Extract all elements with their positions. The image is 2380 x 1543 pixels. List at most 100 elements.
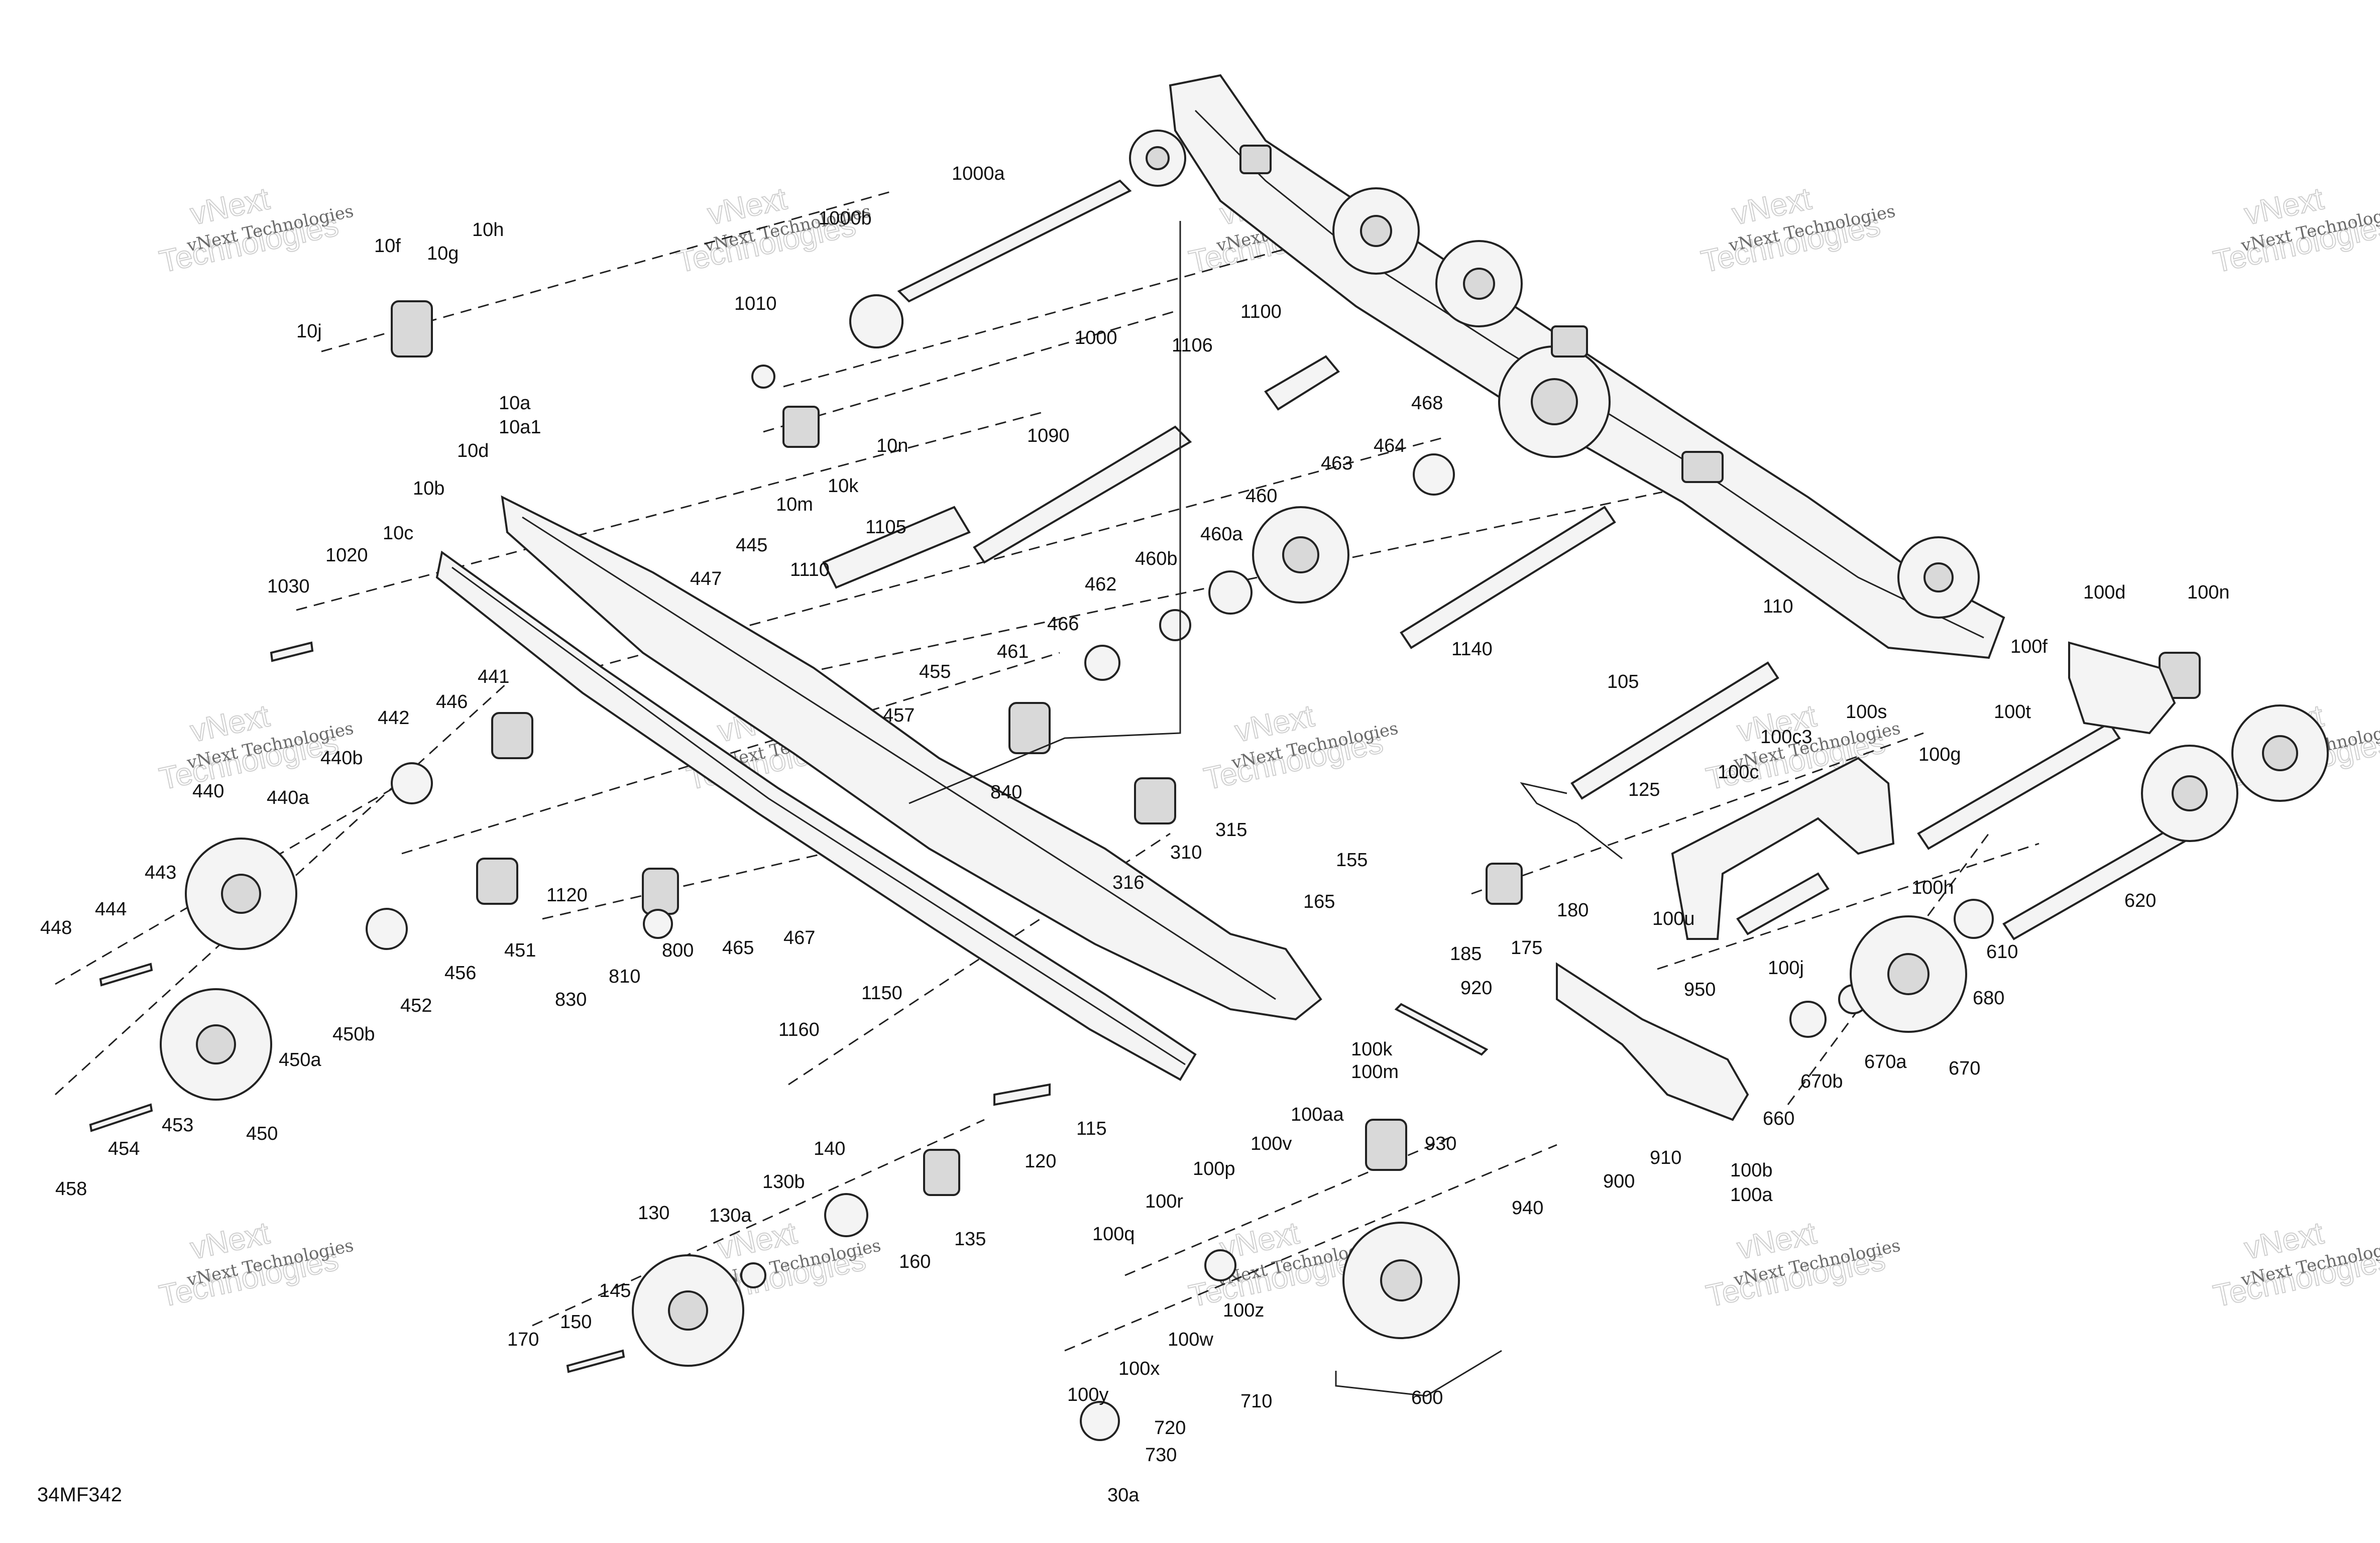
callout-465: 465 [722,937,754,959]
hardware-parts [366,300,2201,1441]
callout-1020: 1020 [325,545,368,566]
callout-1000: 1000 [1075,327,1117,348]
callout-100j: 100j [1768,958,1804,979]
callout-10a1: 10a1 [499,417,541,438]
callout-1000b: 1000b [819,208,872,229]
callout-100d: 100d [2083,582,2126,603]
misc-rods [89,641,1623,1373]
shafts [822,179,2191,940]
callout-1120: 1120 [546,885,588,906]
callout-120: 120 [1025,1151,1056,1172]
callout-467: 467 [783,927,815,948]
callout-315: 315 [1215,819,1247,841]
callout-448: 448 [40,917,72,938]
callout-1030: 1030 [267,576,310,597]
callout-454: 454 [108,1138,140,1159]
callout-445: 445 [736,535,767,556]
callout-1100: 1100 [1240,301,1282,322]
callout-100f: 100f [2010,636,2048,657]
callout-30a: 30a [1107,1485,1140,1506]
callout-440b: 440b [320,748,363,769]
callout-1150: 1150 [861,983,902,1004]
callout-100y: 100y [1067,1384,1108,1405]
callout-446: 446 [436,691,468,713]
callout-10k: 10k [828,476,859,497]
callout-800: 800 [662,940,694,961]
callout-660: 660 [1763,1108,1794,1129]
callout-10j: 10j [296,321,322,342]
callout-456: 456 [444,963,476,984]
front-arm-assembly [1556,641,2176,1121]
callout-1010: 1010 [734,293,777,314]
callout-441: 441 [478,666,509,687]
callout-125: 125 [1628,779,1660,800]
callout-453: 453 [162,1115,193,1136]
callout-10n: 10n [876,435,908,456]
callout-160: 160 [899,1251,931,1272]
callout-100h: 100h [1911,877,1954,898]
assembly-axis-lines [54,190,2039,1352]
callout-100aa: 100aa [1291,1104,1344,1125]
callout-310: 310 [1170,842,1202,863]
callout-100c3: 100c3 [1760,727,1812,748]
callout-455: 455 [919,661,951,682]
callout-1140: 1140 [1451,639,1493,660]
callout-100c: 100c [1718,762,1759,783]
callout-910: 910 [1650,1147,1681,1168]
callout-680: 680 [1973,988,2004,1009]
callout-900: 900 [1603,1171,1635,1192]
callout-175: 175 [1511,937,1542,959]
callout-10b: 10b [413,478,444,499]
callout-10c: 10c [383,523,413,544]
callout-10a: 10a [499,393,531,414]
callout-105: 105 [1607,671,1639,692]
callout-468: 468 [1411,393,1443,414]
callout-444: 444 [95,899,127,920]
callout-110: 110 [1763,596,1793,617]
callout-460a: 460a [1200,524,1243,545]
callout-450: 450 [246,1123,278,1144]
callout-450a: 450a [279,1049,321,1071]
rear-rail-assembly [849,74,2005,659]
callout-1090: 1090 [1027,425,1070,446]
callout-730: 730 [1145,1445,1177,1466]
callout-620: 620 [2124,890,2156,911]
callout-462: 462 [1085,574,1116,595]
callout-180: 180 [1557,900,1589,921]
callout-100k: 100k [1351,1039,1393,1060]
callout-100x: 100x [1118,1358,1160,1379]
callout-442: 442 [378,707,409,729]
callout-443: 443 [145,862,176,883]
callout-10m: 10m [776,494,813,515]
callout-670: 670 [1949,1058,1980,1079]
callout-100w: 100w [1168,1329,1213,1350]
callout-100r: 100r [1145,1191,1183,1212]
main-rails [435,495,1322,1081]
callout-460b: 460b [1135,548,1178,569]
callout-720: 720 [1154,1417,1186,1439]
callout-464: 464 [1374,435,1405,456]
wheel-440 [185,838,297,950]
wheel-460 [1252,506,1349,604]
callout-452: 452 [400,995,432,1016]
callout-100p: 100p [1193,1158,1235,1179]
callout-950: 950 [1684,979,1716,1000]
callout-145: 145 [599,1280,631,1301]
callout-100g: 100g [1918,744,1961,765]
callout-810: 810 [609,966,640,987]
wheel-upper-rear [2231,704,2329,802]
callout-447: 447 [690,568,722,589]
callout-10h: 10h [472,219,504,241]
callout-1106: 1106 [1172,335,1213,356]
callout-130a: 130a [709,1205,752,1226]
callout-600: 600 [1411,1387,1443,1408]
callout-466: 466 [1047,614,1079,635]
